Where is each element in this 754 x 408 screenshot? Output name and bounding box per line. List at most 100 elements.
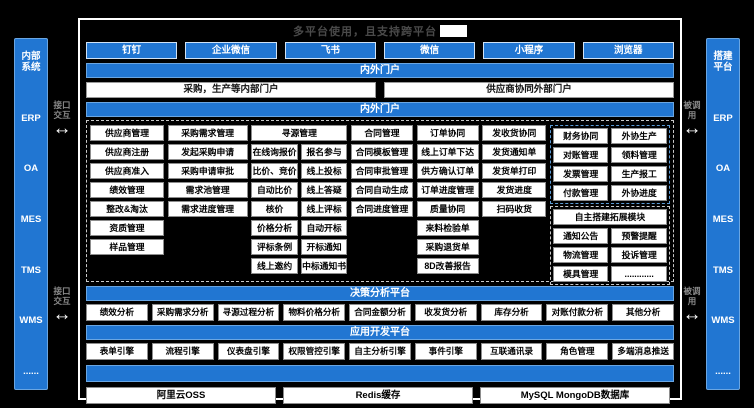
platform-button: 企业微信 [185, 42, 277, 59]
module-cell: 自动开标 [300, 220, 348, 236]
decision-platform-bar: 决策分析平台 [86, 286, 674, 301]
analysis-cell: 合同金额分析 [349, 304, 411, 321]
module-cell: 生产报工 [611, 166, 667, 182]
pillar-item-: ...... [715, 365, 731, 377]
module-cell: 开标通知 [300, 239, 348, 255]
platform-button: 浏览器 [582, 42, 674, 59]
invoked-label: 被调用 [683, 100, 701, 120]
interface-interaction-label: 接口交互 [53, 100, 71, 120]
analysis-cell: 绩效分析 [86, 304, 148, 321]
module-cell: 中标通知书 [300, 258, 348, 274]
portal-bar-outer: 内外门户 [86, 63, 674, 78]
module-column-header: 采购需求管理 [167, 125, 248, 141]
module-cell: 发货单打印 [482, 163, 547, 179]
module-cell: 通知公告 [552, 228, 609, 244]
double-arrow-icon: ↔ [682, 304, 702, 325]
module-cell: 线上订单下达 [416, 144, 479, 160]
module-cell: 合同审批管理 [350, 163, 413, 179]
engine-cell: 自主分析引擎 [349, 343, 411, 360]
infra-box: Redis缓存 [283, 387, 473, 404]
sourcing-subcolumn: 报名参与线上投标线上答疑线上评标自动开标开标通知中标通知书 [300, 144, 348, 277]
interface-interaction-label: 接口交互 [53, 286, 71, 306]
finance-production-header-row: 财务协同外协生产 [552, 128, 667, 144]
redaction-box [440, 25, 467, 37]
right-connector-bottom: 被调用 ↔ [677, 286, 707, 325]
module-cell: 绩效管理 [90, 182, 164, 198]
platform-button: 飞书 [284, 42, 376, 59]
module-column-header: 发收货协同 [482, 125, 547, 141]
module-cell: 质量协同 [416, 201, 479, 217]
module-cell: 领料管理 [611, 147, 667, 163]
pillar-item-wms: WMS [711, 315, 735, 327]
module-cell: 线上邀约 [251, 258, 298, 274]
finance-production-top-group: 财务协同外协生产对账管理领料管理发票管理生产报工付款管理外协进度 [549, 125, 670, 204]
engine-cell: 事件引擎 [414, 343, 477, 360]
module-cell: 8D改善报告 [416, 258, 479, 274]
module-column: 供应商管理供应商注册供应商准入绩效管理整改&淘汰资质管理样品管理 [90, 125, 164, 277]
module-cell: 核价 [251, 201, 298, 217]
finance-production-row: 付款管理外协进度 [552, 185, 667, 201]
module-cell: 价格分析 [251, 220, 298, 236]
appdev-platform-bar: 应用开发平台 [86, 325, 674, 340]
spacer-bar [86, 365, 674, 382]
module-cell: 模具管理 [552, 266, 609, 282]
extension-group: 自主搭建拓展模块通知公告预警提醒物流管理投诉管理模具管理............ [549, 206, 670, 285]
engine-cell: 仪表盘引擎 [217, 343, 280, 360]
module-cell: 线上评标 [300, 201, 348, 217]
module-column-header: 寻源管理 [251, 125, 348, 141]
module-column-header: 合同管理 [350, 125, 413, 141]
pillar-item-mes: MES [20, 213, 42, 225]
module-cell: 样品管理 [90, 239, 164, 255]
module-column-header: 供应商管理 [90, 125, 164, 141]
pillar-item-: ...... [23, 365, 39, 377]
module-cell: 报名参与 [300, 144, 348, 160]
module-cell: 自动比价 [251, 182, 298, 198]
portal-bar-inner: 内外门户 [86, 102, 674, 117]
double-arrow-icon: ↔ [52, 118, 72, 139]
module-cell: 物流管理 [552, 247, 609, 263]
platform-button: 小程序 [483, 42, 575, 59]
module-column: 合同管理合同模板管理合同审批管理合同自动生成合同进度管理 [350, 125, 413, 277]
infrastructure-row: 阿里云OSS Redis缓存 MySQL MongoDB数据库 [86, 387, 670, 404]
module-cell: 发票管理 [552, 166, 609, 182]
module-cell: 资质管理 [90, 220, 164, 236]
module-column: 发收货协同发货通知单发货单打印发货进度扫码收货 [482, 125, 547, 277]
module-cell: 供应商注册 [90, 144, 164, 160]
module-cell: 需求进度管理 [167, 201, 248, 217]
external-portal-box: 供应商协同外部门户 [384, 82, 674, 98]
diagram-title: 多平台使用，且支持跨平台 [293, 26, 437, 38]
right-connector-top: 被调用 ↔ [677, 100, 707, 139]
module-cell: 供方确认订单 [416, 163, 479, 179]
module-cell: 发货通知单 [482, 144, 547, 160]
module-cell: 预警提醒 [611, 228, 667, 244]
module-cell: 采购退货单 [416, 239, 479, 255]
module-cell: 投诉管理 [611, 247, 667, 263]
double-arrow-icon: ↔ [682, 118, 702, 139]
build-platform-title: 搭建平台 [713, 51, 733, 73]
infra-box: 阿里云OSS [86, 387, 276, 404]
pillar-item-tms: TMS [712, 264, 734, 276]
engine-cell: 互联通讯录 [480, 343, 543, 360]
module-cell: 比价、竞价 [251, 163, 298, 179]
module-cell: 评标条例 [251, 239, 298, 255]
main-frame: 多平台使用，且支持跨平台 钉钉企业微信飞书微信小程序浏览器 内外门户 采购，生产… [78, 18, 682, 404]
infra-box: MySQL MongoDB数据库 [480, 387, 670, 404]
module-cell: 订单进度管理 [416, 182, 479, 198]
engine-cell: 权限管控引擎 [283, 343, 346, 360]
module-cell: 在线询报价 [251, 144, 298, 160]
extension-row: 物流管理投诉管理 [552, 247, 667, 263]
pillar-item-wms: WMS [19, 315, 43, 327]
analysis-cell: 采购需求分析 [151, 304, 214, 321]
internal-systems-title: 内部系统 [21, 51, 41, 73]
platform-button: 微信 [383, 42, 476, 59]
engine-cell: 多端消息推送 [612, 343, 675, 360]
module-cell: 合同模板管理 [350, 144, 413, 160]
module-cell: 来料检验单 [416, 220, 479, 236]
analysis-cell: 物料价格分析 [283, 304, 346, 321]
analysis-cell: 其他分析 [612, 304, 675, 321]
sourcing-subcolumns: 在线询报价比价、竞价自动比价核价价格分析评标条例线上邀约报名参与线上投标线上答疑… [251, 144, 348, 277]
module-cell: 外协进度 [611, 185, 667, 201]
